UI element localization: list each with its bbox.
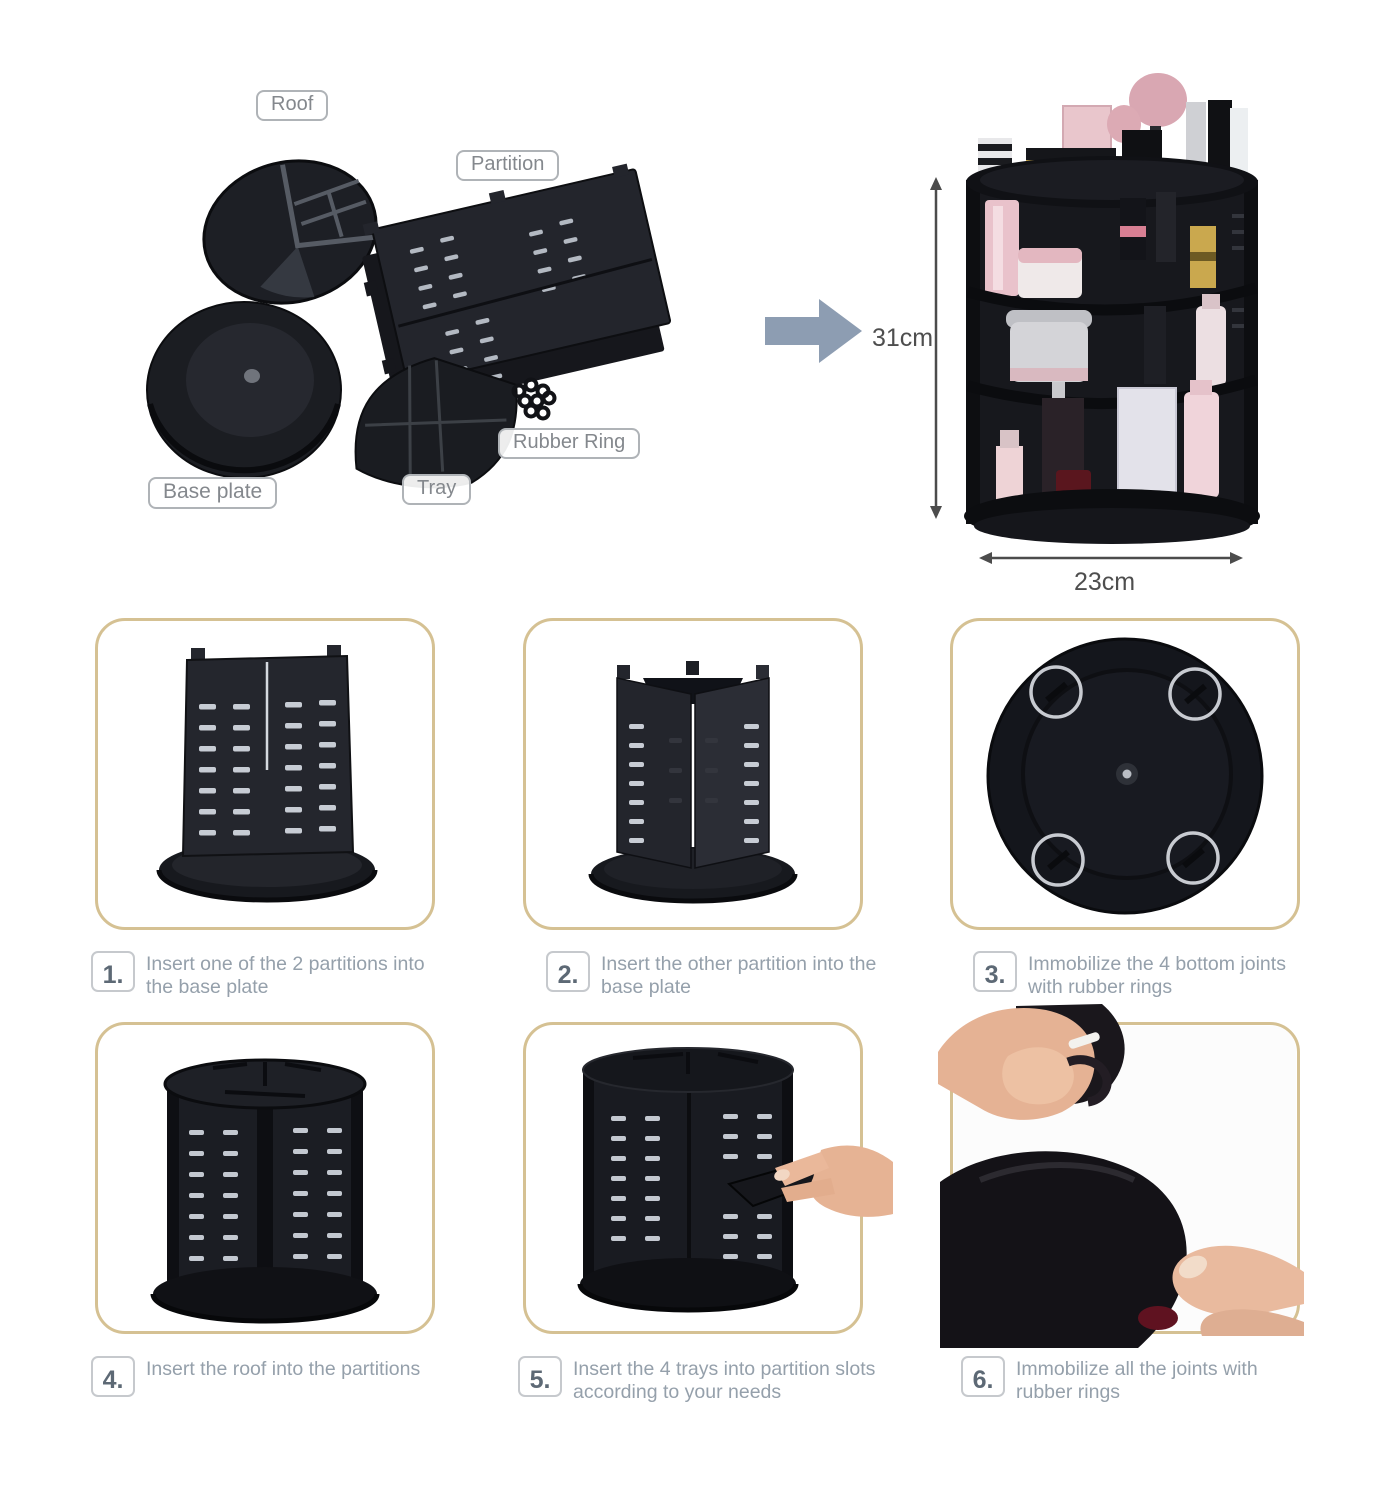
height-dimension-label: 31cm [872,324,934,352]
step-box-1 [95,618,435,930]
arrow-icon [765,299,862,363]
step-caption-text-6: Immobilize all the joints with rubber ri… [1016,1358,1258,1403]
part-label-tray: Tray [402,474,472,505]
step-box-4 [95,1022,435,1334]
step-caption-4: 4. Insert the roof into the partitions [91,1356,468,1397]
step-caption-2: 2. Insert the other partition into the b… [546,951,881,999]
step-caption-text-5: Insert the 4 trays into partition slots … [573,1358,876,1403]
step-caption-1: 1. Insert one of the 2 partitions into t… [91,951,448,999]
step-caption-text-2: Insert the other partition into the base… [601,953,877,998]
width-dimension-label: 23cm [1074,568,1136,596]
step-caption-6: 6. Immobilize all the joints with rubber… [961,1356,1306,1404]
step-number-badge-1: 1. [91,951,135,992]
base-plate-part [146,301,342,479]
hand [774,1145,893,1217]
part-label-rubber-ring: Rubber Ring [498,428,641,459]
part-label-roof: Roof [256,90,329,121]
step-box-2-border [523,618,863,930]
part-label-base-plate: Base plate [148,477,278,509]
step-box-1-border [95,618,435,930]
step-box-3-border [950,618,1300,930]
step-number-badge-5: 5. [518,1356,562,1397]
step-3-scene [986,637,1264,915]
partition-part [362,163,672,412]
step-6-scene [938,1004,1304,1348]
step-box-3 [950,618,1300,930]
step-caption-text-1: Insert one of the 2 partitions into the … [146,953,425,998]
step-4-scene [150,1058,380,1324]
step-number-badge-4: 4. [91,1356,135,1397]
step-number-badge-3: 3. [973,951,1017,992]
step-box-2 [523,618,863,930]
step-1-scene [156,645,378,903]
rubber-rings-part [511,377,557,421]
dimension-line-horizontal [979,552,1243,564]
step-2-scene [588,661,798,904]
step-box-6 [938,1004,1304,1348]
step-number-badge-2: 2. [546,951,590,992]
part-label-partition: Partition [456,150,560,181]
step-number-badge-6: 6. [961,1356,1005,1397]
step-caption-text-3: Immobilize the 4 bottom joints with rubb… [1028,953,1286,998]
product-photo [964,73,1260,544]
dimension-line-vertical [930,177,942,519]
step-caption-text-4: Insert the roof into the partitions [146,1358,421,1380]
top-section-graphic [146,73,1260,564]
hand-pressing-ring [1172,1245,1304,1336]
roof-part [202,159,379,305]
step-box-5 [523,1022,893,1334]
step-caption-3: 3. Immobilize the 4 bottom joints with r… [973,951,1318,999]
step-box-4-border [95,1022,435,1334]
hand-holding-ring [938,1007,1112,1120]
step-5-scene [577,1047,893,1313]
step-caption-5: 5. Insert the 4 trays into partition slo… [518,1356,885,1404]
